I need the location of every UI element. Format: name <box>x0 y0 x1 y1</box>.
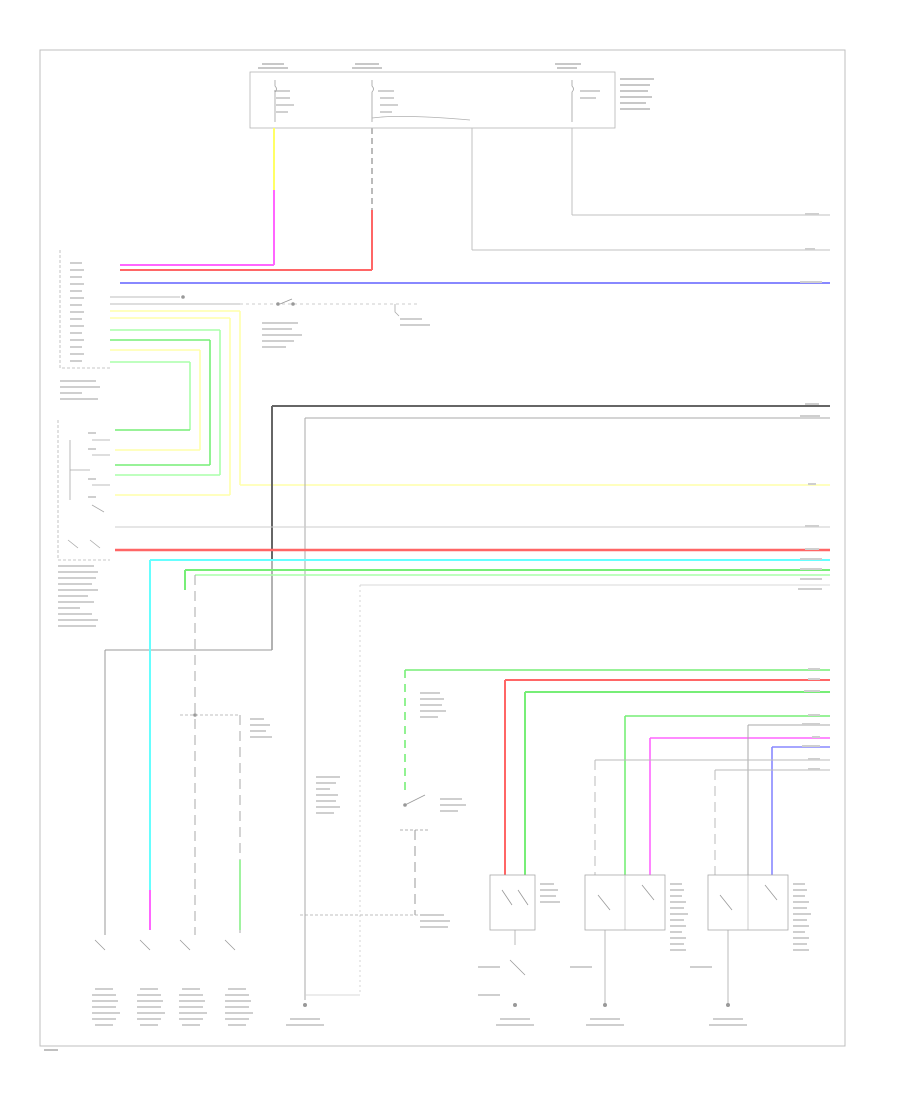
ground-icon <box>478 959 534 1026</box>
ground-icon <box>570 966 624 1026</box>
control-unit-wires <box>110 295 830 496</box>
ground-switch-upper <box>262 298 430 348</box>
fuse-icon <box>274 80 277 122</box>
middle-switches <box>180 669 830 935</box>
control-unit-pin-labels <box>70 262 84 362</box>
fuse-block-header-labels <box>258 63 654 110</box>
top-wire-drops <box>120 128 830 284</box>
control-unit-caption <box>60 380 100 400</box>
main-harness-bundle <box>104 405 830 1000</box>
page-marker <box>44 1049 58 1051</box>
ground-icon <box>690 966 747 1026</box>
relay-box-3 <box>707 874 811 1005</box>
bottom-left-switch-row <box>92 939 253 1026</box>
fuse-icon <box>571 80 574 122</box>
ground-icon <box>286 1003 324 1026</box>
relay-box-2 <box>584 874 688 1005</box>
relay-box-1 <box>489 874 560 945</box>
relay-group-wires <box>504 679 830 875</box>
control-unit-left <box>59 250 110 400</box>
relay-right-edge-labels <box>802 668 820 770</box>
fuse-block-top <box>249 63 654 129</box>
diagram-frame <box>39 49 846 1047</box>
fuse-icon <box>371 80 374 122</box>
right-edge-wire-labels <box>798 213 822 590</box>
switch-assembly-left <box>57 420 110 627</box>
fuse-internal-labels <box>274 90 600 113</box>
